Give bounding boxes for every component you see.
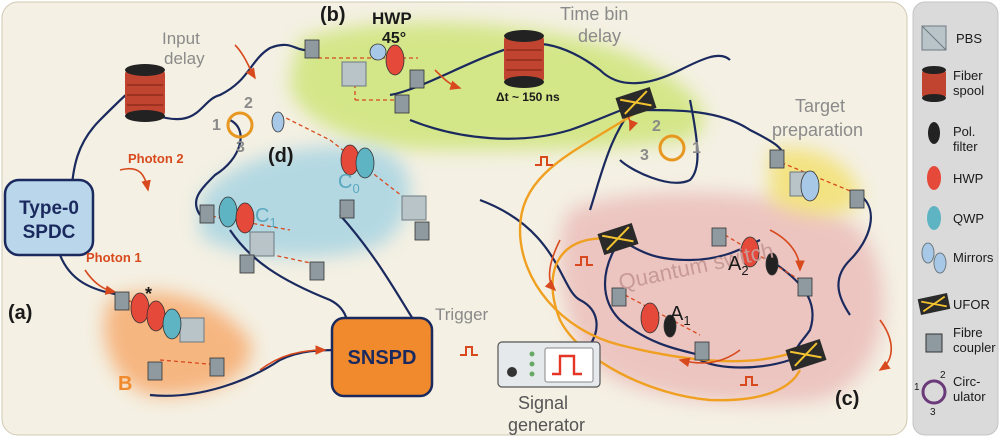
fibre-circulator-out <box>194 119 242 216</box>
pulse-glyphs <box>460 156 758 386</box>
fiber-spool-icon <box>922 66 946 102</box>
arrow-qs-top <box>769 229 805 272</box>
target-label-line2: preparation <box>772 120 863 140</box>
arrow-photon2 <box>119 168 151 192</box>
pulse-fibre-1 <box>518 109 801 363</box>
circulator-left-port3: 3 <box>236 139 245 156</box>
spdc-label-line2: SPDC <box>23 222 76 243</box>
ufor-icon <box>917 293 951 315</box>
qwp-icon <box>927 206 941 230</box>
panel-c-label: (c) <box>835 388 859 410</box>
spdc-label-line1: Type-0 <box>19 198 79 219</box>
signal-generator-label-line1: Signal <box>518 393 568 413</box>
arrow-qs-left <box>544 239 561 292</box>
legend-qwp-label: QWP <box>953 211 984 226</box>
mirrors-icon <box>921 242 947 274</box>
target-label-line1: Target <box>795 96 845 116</box>
c1-label: C1 <box>255 205 277 230</box>
trigger-label: Trigger <box>435 305 489 324</box>
input-delay-label-line1: Input <box>162 29 200 48</box>
legend-mirrors-label: Mirrors <box>953 250 994 265</box>
pulse-fibre-2 <box>551 237 802 402</box>
input-delay-label-line2: delay <box>164 49 205 68</box>
a1-label: A1 <box>670 303 691 328</box>
pol-filter-icon <box>928 122 940 144</box>
snspd-box <box>330 316 434 398</box>
arrow-time-bin <box>434 69 462 90</box>
spdc-box <box>3 178 95 257</box>
delta-t-label: Δt ~ 150 ns <box>496 90 560 104</box>
arrow-qs-bottom <box>678 349 741 367</box>
signal-generator-label-line2: generator <box>508 415 585 435</box>
hwp-angle-label: 45° <box>382 30 406 47</box>
b-label: B <box>118 373 132 395</box>
c0-label: C0 <box>338 171 360 196</box>
control-glow <box>200 146 410 258</box>
legend-pbs-label: PBS <box>956 31 982 46</box>
panel-a-label: (a) <box>8 302 32 324</box>
legend-pol-filter-label: Pol.filter <box>953 124 978 154</box>
circulator-left-port2: 2 <box>244 95 253 112</box>
pbs-cubes <box>179 61 815 343</box>
photon1-label: Photon 1 <box>86 250 142 265</box>
hwp-label: HWP <box>372 9 412 28</box>
signal-generator <box>497 341 601 388</box>
arrow-input-delay <box>234 44 256 80</box>
circulator-icon: 1 2 3 <box>914 370 947 418</box>
fibre-circ2 <box>619 99 699 184</box>
spool-input <box>125 64 165 122</box>
panel-b-label: (b) <box>320 4 346 26</box>
fibre-time-bin <box>389 42 731 97</box>
fibre-qs-left <box>603 239 701 357</box>
circulator-right-port1: 1 <box>692 140 701 157</box>
star-label: * <box>145 284 152 304</box>
svg-text:3: 3 <box>930 407 936 418</box>
snspd-label: SNSPD <box>348 347 417 369</box>
legend-circulator-label: Circ-ulator <box>953 374 986 404</box>
legend-hwp-label: HWP <box>953 171 983 186</box>
circulator-right-port2: 2 <box>652 118 661 135</box>
fibre-input-delay <box>154 43 306 121</box>
photon2-label: Photon 2 <box>128 151 184 166</box>
fibre-couplers <box>114 39 865 381</box>
time-bin-label-line2: delay <box>578 26 621 46</box>
fibre-target <box>639 108 784 161</box>
time-bin-label-line1: Time bin <box>560 4 628 24</box>
fibre-snspd-qs <box>479 198 598 346</box>
svg-text:2: 2 <box>940 370 946 381</box>
waveplates <box>130 43 820 340</box>
diagram-labels: (a) (b) (c) (d) Input delay Time bin del… <box>8 4 863 435</box>
arrow-b-out <box>259 345 327 371</box>
legend-panel <box>912 1 999 436</box>
arrow-photon1 <box>84 269 117 295</box>
pbs-icon <box>921 25 947 51</box>
ufor-switches <box>597 86 827 372</box>
svg-text:1: 1 <box>914 382 920 393</box>
fibre-coupler-icon <box>925 333 943 353</box>
circulator-left-port1: 1 <box>212 117 221 134</box>
fibre-target-out <box>837 194 872 316</box>
circulator-left <box>226 111 254 139</box>
spool-time-bin <box>504 30 544 88</box>
quantum-switch-glow <box>559 192 884 404</box>
arrow-qs-right <box>878 319 893 371</box>
circulator-right-port3: 3 <box>640 147 649 164</box>
legend-ufor-label: UFOR <box>953 297 990 312</box>
a2-label: A2 <box>728 253 749 278</box>
pulse-fibres <box>518 109 802 402</box>
circulator-right <box>658 134 686 162</box>
panel-d-label: (d) <box>268 145 294 167</box>
hwp-icon <box>927 166 941 190</box>
